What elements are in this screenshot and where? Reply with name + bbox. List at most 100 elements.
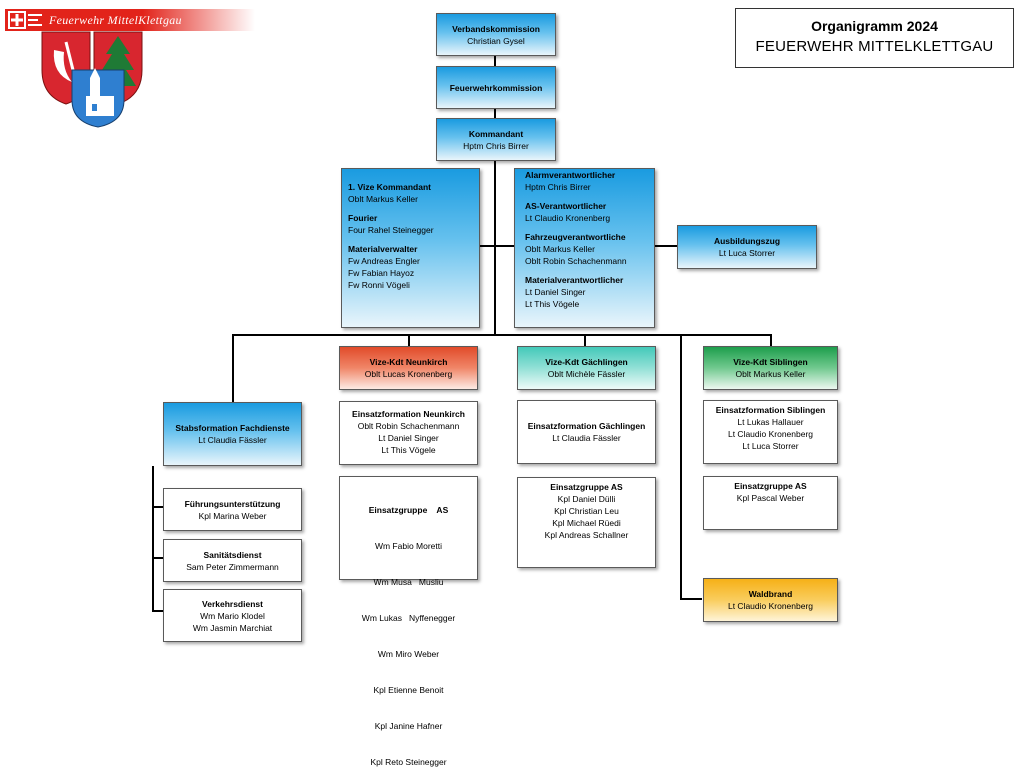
brand-banner: Feuerwehr MittelKlettgau [5,9,255,31]
box-title: Verkehrsdienst [202,598,263,609]
box-title: Einsatzgruppe AS [550,482,623,492]
box-title: Einsatzformation Gächlingen [527,421,646,431]
box-name: Kpl Andreas Schallner [544,530,629,540]
title-box: Organigramm 2024 FEUERWEHR MITTELKLETTGA… [735,8,1014,68]
box-title: Einsatzgruppe AS [734,481,807,491]
connector-line [152,466,154,612]
box-title: Ausbildungszug [713,236,781,246]
box-name: Lt Claudia Fässler [198,435,267,445]
staff-right-box: Alarmverantwortlicher Hptm Chris Birrer … [514,168,655,328]
box-title: Stabsformation Fachdienste [175,423,290,433]
box-name: Kpl Marina Weber [198,510,267,521]
box-name: Lt Luca Storrer [742,441,799,451]
kommandant-box: Kommandant Hptm Chris Birrer [436,118,556,161]
connector-line [408,334,410,346]
box-name: Wm Musa Musliu [373,577,444,587]
connector-line [480,245,494,247]
connector-line [680,334,682,600]
box-title: Vize-Kdt Siblingen [733,357,808,367]
vize-name: Oblt Markus Keller [348,194,418,204]
box-name: Kpl Daniel Dülli [557,494,616,504]
ausbildungszug-box: Ausbildungszug Lt Luca Storrer [677,225,817,269]
box-name: Kpl Christian Leu [554,506,619,516]
box-title: Einsatzformation Neunkirch [352,409,465,419]
einsatzformation-gaechlingen-box: Einsatzformation Gächlingen Lt Claudia F… [517,400,656,464]
einsatzformation-siblingen-box: Einsatzformation Siblingen Lt Lukas Hall… [703,400,838,464]
vize-kdt-gaechlingen-box: Vize-Kdt Gächlingen Oblt Michèle Fässler [517,346,656,390]
brand-cross-icon [8,11,42,29]
verkehrsdienst-box: Verkehrsdienst Wm Mario Klodel Wm Jasmin… [163,589,302,642]
alarm-name: Hptm Chris Birrer [525,182,591,192]
connector-line [232,334,772,336]
box-title: Verbandskommission [452,23,540,34]
einsatzgruppe-siblingen-box: Einsatzgruppe AS Kpl Pascal Weber [703,476,838,530]
box-title: Feuerwehrkommission [449,82,543,93]
box-title: Einsatzgruppe AS [368,505,449,515]
materialverwalter-name: Fw Andreas Engler [348,256,420,266]
box-title: Waldbrand [748,589,793,599]
box-name: Wm Mario Klodel [200,610,265,621]
vize-kdt-siblingen-box: Vize-Kdt Siblingen Oblt Markus Keller [703,346,838,390]
box-title: Einsatzformation Siblingen [715,405,826,415]
box-title: Sanitätsdienst [203,549,262,560]
page-subtitle: FEUERWEHR MITTELKLETTGAU [755,38,994,55]
page-title: Organigramm 2024 [811,18,938,34]
box-name: Kpl Etienne Benoit [373,685,444,695]
fourier-title: Fourier [348,213,378,223]
box-name: Wm Jasmin Marchiat [192,622,273,633]
box-title: Kommandant [468,128,524,139]
einsatzgruppe-neunkirch-box: Einsatzgruppe AS Wm Fabio Moretti Wm Mus… [339,476,478,767]
box-name: Lt Lukas Hallauer [737,417,804,427]
box-name: Wm Miro Weber [377,649,440,659]
box-name: Wm Fabio Moretti [374,541,443,551]
connector-line [655,245,677,247]
waldbrand-box: Waldbrand Lt Claudio Kronenberg [703,578,838,622]
materialverantwortlicher-name: Lt This Vögele [525,299,580,309]
vize-title: 1. Vize Kommandant [348,182,431,192]
connector-line [584,334,586,346]
staff-left-box: 1. Vize Kommandant Oblt Markus Keller Fo… [341,168,480,328]
einsatzgruppe-gaechlingen-box: Einsatzgruppe AS Kpl Daniel Dülli Kpl Ch… [517,477,656,568]
box-name: Christian Gysel [467,35,525,46]
materialverwalter-name: Fw Ronni Vögeli [348,280,410,290]
box-name: Wm Lukas Nyffenegger [361,613,456,623]
brand-text: Feuerwehr MittelKlettgau [49,13,182,27]
fahrzeug-name: Oblt Markus Keller [525,244,595,254]
box-name: Oblt Robin Schachenmann [357,421,460,431]
box-name: Lt Luca Storrer [718,248,776,258]
box-name: Hptm Chris Birrer [463,140,529,151]
materialverantwortlicher-name: Lt Daniel Singer [525,287,586,297]
as-title: AS-Verantwortlicher [525,201,607,211]
materialverwalter-title: Materialverwalter [348,244,418,254]
materialverwalter-name: Fw Fabian Hayoz [348,268,415,278]
stabsformation-box: Stabsformation Fachdienste Lt Claudia Fä… [163,402,302,466]
feuerwehrkommission-box: Feuerwehrkommission [436,66,556,109]
box-title: Vize-Kdt Neunkirch [369,357,448,367]
connector-line [680,598,702,600]
box-name: Lt Daniel Singer [378,433,439,443]
box-name: Oblt Michèle Fässler [547,369,626,379]
connector-line [232,334,234,402]
box-name: Kpl Janine Hafner [374,721,443,731]
fuehrungsunterstuetzung-box: Führungsunterstützung Kpl Marina Weber [163,488,302,531]
box-name: Lt This Vögele [381,445,436,455]
box-name: Oblt Markus Keller [735,369,806,379]
box-name: Kpl Michael Rüedi [552,518,621,528]
connector-line [152,506,163,508]
verbandskommission-box: Verbandskommission Christian Gysel [436,13,556,56]
box-name: Sam Peter Zimmermann [186,561,279,572]
fourier-name: Four Rahel Steinegger [348,225,434,235]
box-name: Kpl Reto Steinegger [370,757,447,767]
alarm-title: Alarmverantwortlicher [525,170,616,180]
connector-line [152,610,163,612]
box-name: Lt Claudia Fässler [552,433,621,443]
box-name: Oblt Lucas Kronenberg [364,369,453,379]
fahrzeug-title: Fahrzeugverantwortliche [525,232,626,242]
box-name: Kpl Pascal Weber [736,493,805,503]
connector-line [770,334,772,346]
box-name: Lt Claudio Kronenberg [727,429,814,439]
einsatzformation-neunkirch-box: Einsatzformation Neunkirch Oblt Robin Sc… [339,401,478,465]
connector-line [152,557,163,559]
connector-line [494,56,496,336]
box-title: Führungsunterstützung [184,498,281,509]
